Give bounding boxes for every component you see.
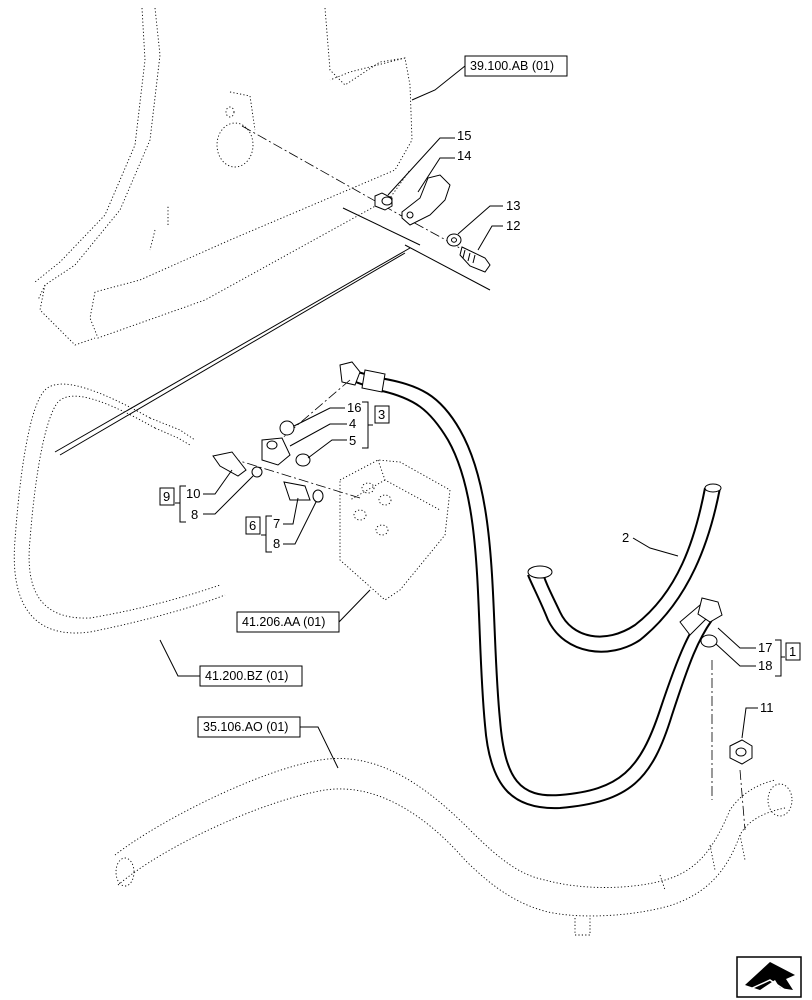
hose-2 (527, 483, 722, 653)
svg-text:6: 6 (249, 518, 256, 533)
fittings (212, 379, 718, 648)
spacer-15 (374, 192, 393, 211)
svg-text:7: 7 (273, 516, 280, 531)
callout-14: 14 (417, 148, 471, 193)
svg-text:14: 14 (457, 148, 471, 163)
svg-text:11: 11 (760, 700, 774, 715)
svg-text:13: 13 (506, 198, 520, 213)
valve-block (339, 459, 451, 601)
svg-text:8: 8 (273, 536, 280, 551)
group-bracket-1: 1 (775, 639, 801, 677)
callout-2: 2 (622, 530, 679, 557)
callout-4: 4 (289, 416, 356, 447)
svg-text:15: 15 (457, 128, 471, 143)
centerline-11 (739, 769, 746, 831)
callout-17: 17 (717, 627, 772, 655)
callout-12: 12 (477, 218, 520, 251)
callout-8a: 8 (191, 475, 254, 522)
svg-text:12: 12 (506, 218, 520, 233)
hose-loop-ghost (13, 383, 226, 634)
ref-41-200-bz[interactable]: 41.200.BZ (01) (159, 639, 303, 687)
callout-8b: 8 (273, 501, 317, 551)
ref-41-206-aa[interactable]: 41.206.AA (01) (236, 589, 371, 633)
lower-pipe (114, 758, 793, 936)
washer-13 (446, 233, 462, 247)
svg-text:10: 10 (186, 486, 200, 501)
svg-text:8: 8 (191, 507, 198, 522)
section-line-b (404, 244, 491, 291)
svg-text:35.106.AO (01): 35.106.AO (01) (203, 720, 288, 734)
callout-13: 13 (457, 198, 520, 235)
callout-5: 5 (307, 433, 356, 459)
svg-text:3: 3 (378, 407, 385, 422)
leader-long (54, 247, 411, 453)
svg-text:5: 5 (349, 433, 356, 448)
leader-long-b (59, 252, 406, 456)
svg-text:1: 1 (789, 644, 796, 659)
frame-bracket (34, 7, 413, 346)
svg-text:18: 18 (758, 658, 772, 673)
svg-text:2: 2 (622, 530, 629, 545)
callout-7: 7 (273, 497, 299, 531)
callout-15: 15 (387, 128, 471, 196)
svg-text:9: 9 (163, 489, 170, 504)
ref-35-106-ao[interactable]: 35.106.AO (01) (197, 716, 339, 769)
svg-text:16: 16 (347, 400, 361, 415)
callout-11: 11 (741, 700, 774, 739)
ref-39-100-ab[interactable]: 39.100.AB (01) (411, 55, 568, 101)
svg-text:4: 4 (349, 416, 356, 431)
group-bracket-6: 6 (245, 515, 272, 553)
next-page-arrow-icon[interactable] (736, 956, 802, 998)
bolt-12 (459, 246, 491, 273)
callout-16: 16 (293, 400, 361, 427)
svg-text:41.206.AA (01): 41.206.AA (01) (242, 615, 325, 629)
svg-text:39.100.AB (01): 39.100.AB (01) (470, 59, 554, 73)
group-bracket-9: 9 (159, 485, 186, 523)
hose-main (339, 361, 723, 810)
clamp-14 (401, 174, 451, 226)
svg-text:17: 17 (758, 640, 772, 655)
nut-11 (729, 739, 753, 765)
svg-text:41.200.BZ (01): 41.200.BZ (01) (205, 669, 288, 683)
group-bracket-3: 3 (362, 401, 390, 449)
section-line-a (342, 207, 421, 246)
callout-10: 10 (186, 469, 233, 501)
callout-18: 18 (715, 643, 772, 673)
